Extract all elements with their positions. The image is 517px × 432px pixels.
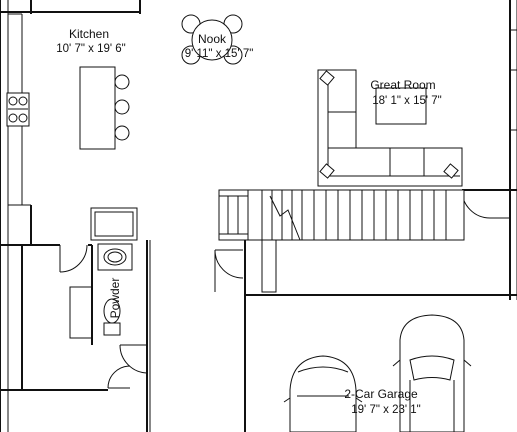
doors bbox=[59, 189, 510, 389]
kitchen-island bbox=[79, 66, 130, 150]
great-room-label: Great Room bbox=[370, 78, 435, 92]
car-right-icon bbox=[392, 314, 472, 432]
great-room: Great Room 18' 1" x 15' 7" bbox=[317, 69, 463, 187]
dining-table-icon bbox=[181, 14, 243, 65]
nook-dimensions: 9' 11" x 15' 7" bbox=[185, 48, 254, 60]
nook: Nook 9' 11" x 15' 7" bbox=[181, 14, 254, 65]
garage: 2-Car Garage 19' 7" x 23' 1" bbox=[283, 314, 472, 432]
garage-label: 2-Car Garage bbox=[344, 387, 418, 401]
staircase bbox=[214, 189, 465, 293]
kitchen: Kitchen 10' 7" x 19' 6" bbox=[6, 13, 130, 205]
kitchen-dimensions: 10' 7" x 19' 6" bbox=[56, 43, 125, 55]
coffee-table-icon bbox=[375, 87, 427, 125]
powder: Powder bbox=[69, 207, 138, 339]
kitchen-label: Kitchen bbox=[69, 27, 109, 41]
car-left-icon bbox=[283, 355, 363, 432]
great-room-dimensions: 18' 1" x 15' 7" bbox=[372, 95, 441, 107]
garage-dimensions: 19' 7" x 23' 1" bbox=[351, 404, 420, 416]
sectional-sofa-icon bbox=[317, 69, 463, 187]
toilet-icon bbox=[103, 298, 121, 324]
powder-label: Powder bbox=[108, 278, 122, 319]
sink-icon bbox=[97, 243, 133, 271]
nook-label: Nook bbox=[198, 32, 227, 46]
washer-dryer-icon bbox=[90, 207, 138, 241]
toilet-tank-icon bbox=[103, 322, 121, 336]
range-icon bbox=[6, 92, 30, 127]
